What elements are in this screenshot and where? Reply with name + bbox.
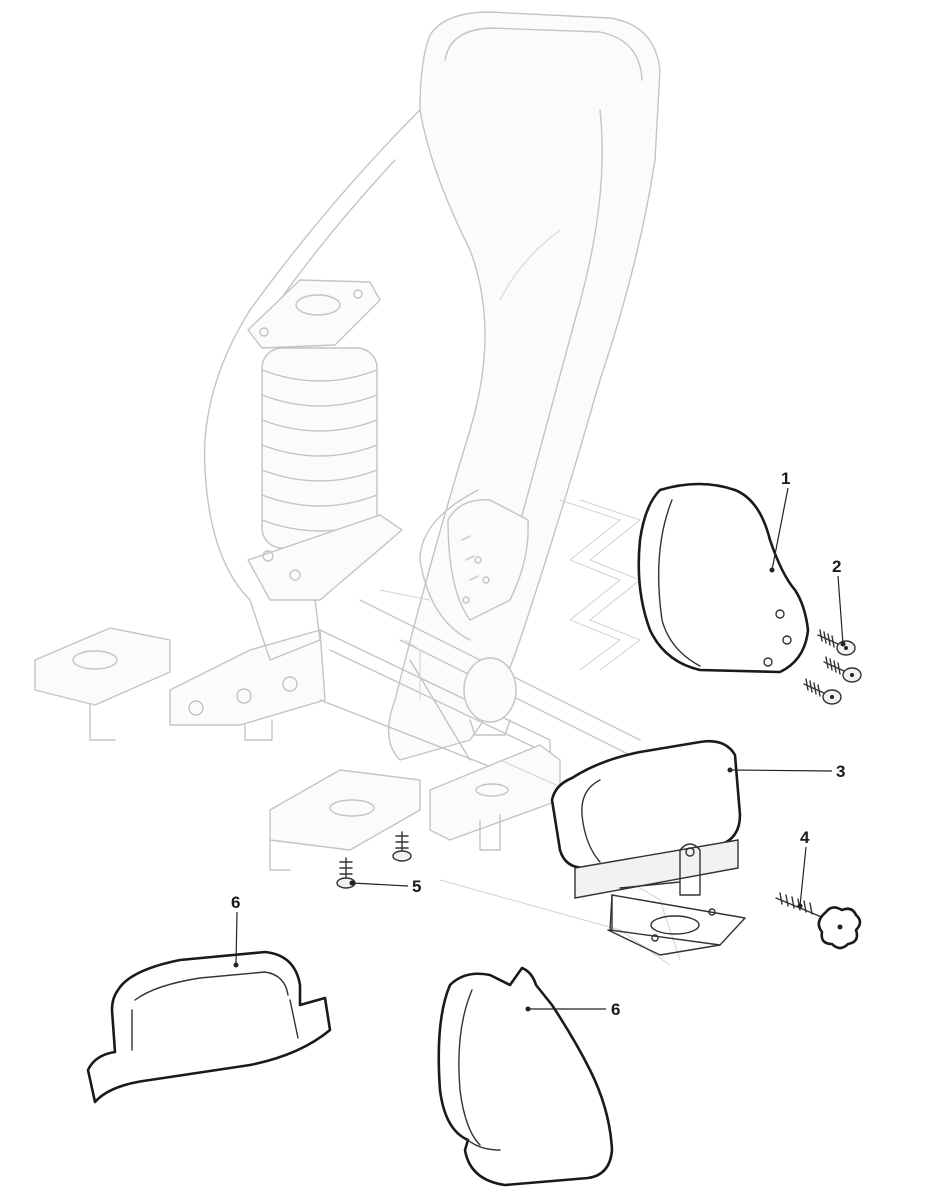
screw-middle xyxy=(823,656,862,683)
part-1-side-bolster xyxy=(637,482,810,674)
callout-4: 4 xyxy=(800,828,810,847)
callout-6-backrest: 6 xyxy=(611,1000,620,1019)
part-2-screws xyxy=(803,629,862,705)
small-screw-right xyxy=(392,831,412,862)
callout-1: 1 xyxy=(781,469,790,488)
part-4-star-knob-bolt xyxy=(775,892,862,950)
suspension-bellows-ghost xyxy=(247,279,403,601)
callout-3: 3 xyxy=(836,762,845,781)
callout-5: 5 xyxy=(412,877,421,896)
seat-adjust-knob-ghost xyxy=(447,499,529,736)
callout-labels: 1 2 3 4 5 6 6 xyxy=(231,469,845,1019)
part-6-backrest-cover xyxy=(437,966,614,1187)
part-6-armrest-cover xyxy=(86,950,332,1104)
part-3-cushion-block xyxy=(550,740,746,956)
part-5-small-screws xyxy=(336,831,412,889)
screw-bottom xyxy=(803,678,842,705)
seat-base-frame-ghost xyxy=(34,599,661,871)
callout-2: 2 xyxy=(832,557,841,576)
callout-6-armrest: 6 xyxy=(231,893,240,912)
screw-top xyxy=(817,629,856,656)
callout-leaders xyxy=(233,487,846,1012)
